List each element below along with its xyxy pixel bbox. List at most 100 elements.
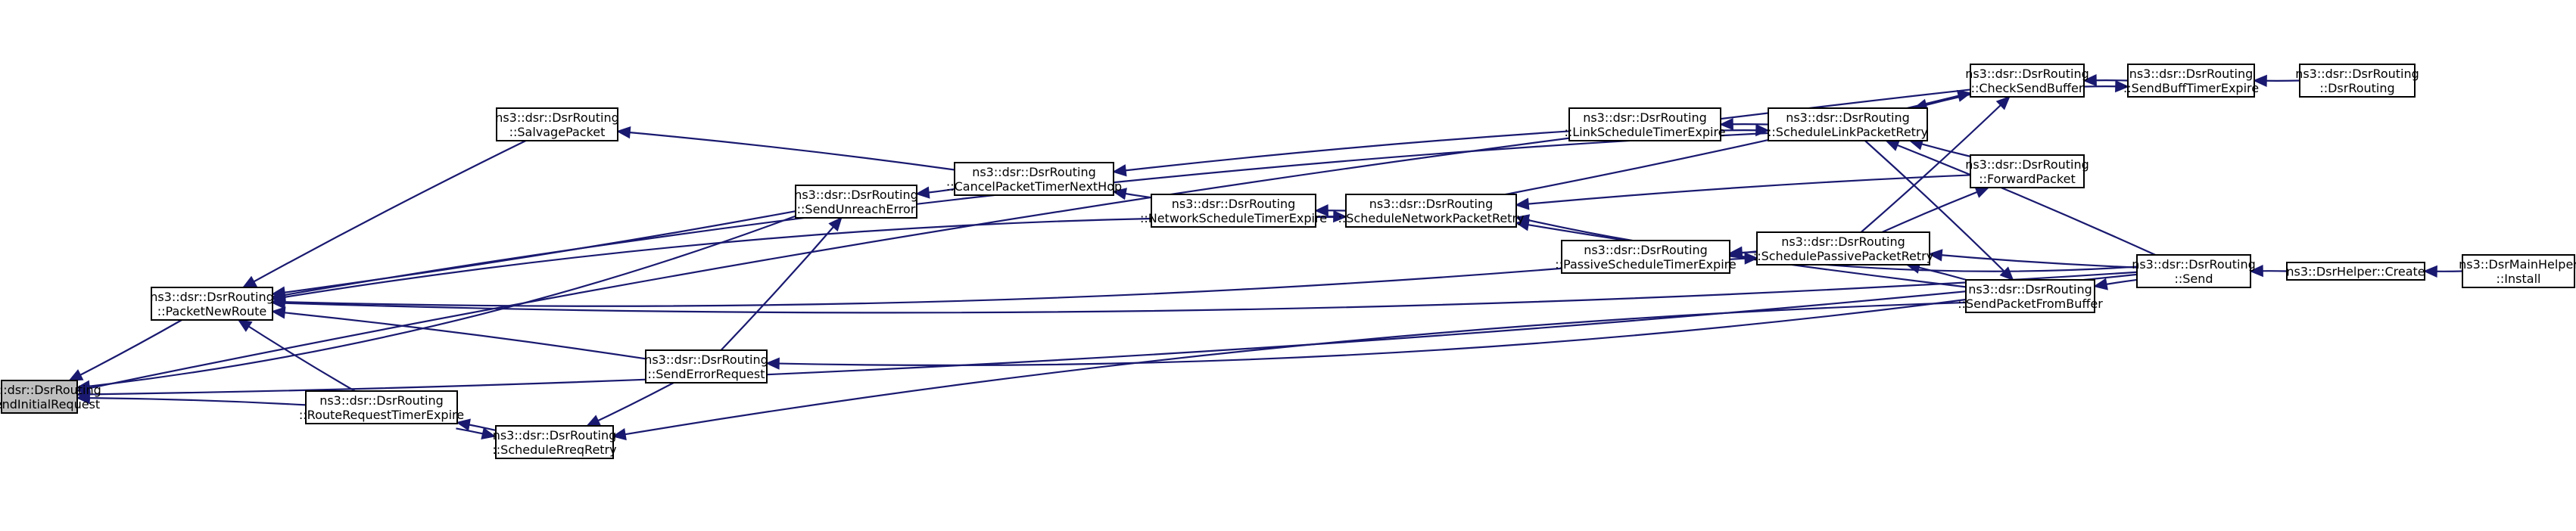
node-label-line1: ns3::dsr::DsrRouting (493, 428, 617, 442)
node-label-line2: ::ScheduleRreqRetry (492, 442, 616, 457)
node-sendbufftimerexpire[interactable]: ns3::dsr::DsrRouting::SendBuffTimerExpir… (2123, 64, 2259, 98)
node-label-line1: ns3::dsr::DsrRouting (1172, 197, 1296, 211)
node-send[interactable]: ns3::dsr::DsrRouting::Send (2132, 254, 2256, 288)
node-label-line2: ::SendErrorRequest (647, 367, 765, 381)
node-box (495, 425, 614, 459)
node-box (2462, 254, 2575, 288)
arrowhead-icon (241, 275, 257, 288)
call-edge-senderrorrequest-to-sendunreacherror (720, 216, 843, 351)
call-edge-schedulenetworkpacketretry-to-networkscheduletimerexpire (1314, 203, 1347, 217)
call-edge-linkscheduletimerexpire-to-schedulelinkpacketretry (1720, 123, 1770, 137)
node-label-line1: ns3::dsr::DsrRouting (1369, 197, 1494, 211)
arrowhead-icon (68, 369, 84, 381)
node-schedulerreqretry[interactable]: ns3::dsr::DsrRouting::ScheduleRreqRetry (492, 425, 617, 459)
arrowhead-icon (456, 418, 471, 431)
node-label-line1: ns3::dsr::DsrRouting (1965, 67, 2089, 81)
node-box (2299, 64, 2416, 98)
call-edge-dsrmainhelperinstall-to-dsrhelpercreate (2423, 265, 2463, 278)
node-dsrrouting[interactable]: ns3::dsr::DsrRouting::DsrRouting (2295, 64, 2419, 98)
edges-layer (68, 73, 2463, 441)
call-edge-senderrorrequest-to-schedulerreqretry (585, 382, 674, 427)
node-checksendbuffer[interactable]: ns3::dsr::DsrRouting::CheckSendBuffer (1965, 64, 2089, 98)
arrowhead-icon (1884, 139, 1901, 151)
node-box (1151, 194, 1316, 228)
arrowhead-icon (2115, 79, 2129, 93)
call-edge-checksendbuffer-to-sendbufftimerexpire (2083, 79, 2129, 93)
call-edge-send-to-schedulelinkpacketretry (1884, 139, 2156, 256)
node-dsrmainhelperinstall[interactable]: ns3::DsrMainHelper::Install (2459, 254, 2576, 288)
arrowhead-icon (1928, 249, 1943, 262)
node-dsrhelpercreate[interactable]: ns3::DsrHelper::Create (2286, 262, 2425, 281)
call-edge-senderrorrequest-to-packetnewroute (271, 306, 646, 360)
node-label-line1: ns3::dsr::DsrRouting (1786, 110, 1910, 125)
call-edge-networkscheduletimerexpire-to-schedulenetworkpacketretry (1315, 210, 1347, 223)
arrowhead-icon (271, 297, 286, 309)
arrowhead-icon (2093, 278, 2108, 290)
node-box (645, 349, 768, 384)
call-edge-send-to-packetnewroute (271, 271, 2138, 314)
node-label-line1: ns3::dsr::DsrRouting (1583, 110, 1707, 125)
node-box (1, 380, 78, 414)
node-box (2136, 254, 2251, 288)
call-edge-passivescheduletimerexpire-to-schedulepassivepacketretry (1730, 252, 1759, 265)
node-sendinitialrequest[interactable]: ns3::dsr::DsrRouting::SendInitialRequest (0, 380, 101, 414)
arrowhead-icon (1333, 210, 1347, 223)
node-label-line2: ::ForwardPacket (1979, 172, 2075, 186)
call-edge-routerequesttimerexpire-to-schedulerreqretry (456, 427, 497, 439)
arrowhead-icon (1744, 252, 1759, 265)
node-box (954, 162, 1114, 196)
node-label-line2: ::ScheduleNetworkPacketRetry (1338, 211, 1524, 225)
call-edge-dsrhelpercreate-to-send (2249, 264, 2288, 278)
call-edge-schedulelinkpacketretry-to-packetnewroute (271, 132, 1769, 301)
node-label-line1: ns3::dsr::DsrRouting (2132, 257, 2256, 272)
node-box (151, 287, 273, 321)
node-label-line2: ::SendPacketFromBuffer (1958, 297, 2103, 311)
node-box (1561, 240, 1730, 274)
node-sendunreacherror[interactable]: ns3::dsr::DsrRouting::SendUnreachError (794, 185, 918, 219)
node-box (1756, 231, 1930, 266)
node-schedulelinkpacketretry[interactable]: ns3::dsr::DsrRouting::ScheduleLinkPacket… (1768, 107, 1928, 141)
node-forwardpacket[interactable]: ns3::dsr::DsrRouting::ForwardPacket (1965, 154, 2089, 188)
call-edge-sendpacketfrombuffer-to-senderrorrequest (765, 298, 1967, 370)
call-edge-dsrrouting-to-sendbufftimerexpire (2253, 74, 2300, 88)
call-edge-cancelpackettimernexthop-to-salvagepacket (616, 126, 955, 171)
call-edge-schedulelinkpacketretry-to-linkscheduletimerexpire (1719, 117, 1769, 131)
call-edge-schedulenetworkpacketretry-to-packetnewroute (271, 216, 1347, 303)
node-packetnewroute[interactable]: ns3::dsr::DsrRouting::PacketNewRoute (150, 287, 274, 321)
arrowhead-icon (828, 216, 843, 231)
node-linkscheduletimerexpire[interactable]: ns3::dsr::DsrRouting::LinkScheduleTimerE… (1564, 107, 1726, 141)
node-schedulepassivepacketretry[interactable]: ns3::dsr::DsrRouting::SchedulePassivePac… (1753, 231, 1933, 266)
node-networkscheduletimerexpire[interactable]: ns3::dsr::DsrRouting::NetworkScheduleTim… (1140, 194, 1327, 228)
arrowhead-icon (616, 126, 631, 139)
call-edge-schedulepassivepacketretry-to-packetnewroute (271, 250, 1758, 309)
node-cancelpackettimernexthop[interactable]: ns3::dsr::DsrRouting::CancelPacketTimerN… (946, 162, 1122, 196)
node-passivescheduletimerexpire[interactable]: ns3::dsr::DsrRouting::PassiveScheduleTim… (1555, 240, 1737, 274)
node-label-line2: ::PassiveScheduleTimerExpire (1555, 257, 1736, 272)
arrowhead-icon (915, 186, 930, 199)
node-box (1965, 279, 2095, 313)
node-label-line2: ::SchedulePassivePacketRetry (1753, 249, 1933, 263)
node-label-line2: ::CheckSendBuffer (1971, 81, 2084, 95)
node-box (1970, 154, 2085, 188)
node-box (795, 185, 917, 219)
call-edge-routerequesttimerexpire-to-packetnewroute (237, 318, 356, 392)
node-label-line1: ns3::dsr::DsrRouting (972, 165, 1096, 179)
call-edge-schedulepassivepacketretry-to-checksendbuffer (1860, 95, 2011, 233)
node-schedulenetworkpacketretry[interactable]: ns3::dsr::DsrRouting::ScheduleNetworkPac… (1338, 194, 1525, 228)
node-box (1970, 64, 2085, 98)
node-salvagepacket[interactable]: ns3::dsr::DsrRouting::SalvagePacket (495, 107, 619, 141)
node-label-line1: ns3::dsr::DsrRouting (1781, 234, 1905, 249)
node-label-line1: ns3::dsr::DsrRouting (0, 383, 101, 397)
node-sendpacketfrombuffer[interactable]: ns3::dsr::DsrRouting::SendPacketFromBuff… (1958, 279, 2103, 313)
node-label-line1: ns3::dsr::DsrRouting (1965, 157, 2089, 172)
node-label-line1: ns3::DsrMainHelper (2459, 257, 2576, 272)
node-senderrorrequest[interactable]: ns3::dsr::DsrRouting::SendErrorRequest (644, 349, 768, 384)
node-label-line1: ns3::dsr::DsrRouting (2129, 67, 2254, 81)
node-routerequesttimerexpire[interactable]: ns3::dsr::DsrRouting::RouteRequestTimerE… (299, 390, 464, 424)
call-edge-schedulepassivepacketretry-to-forwardpacket (1881, 186, 1990, 234)
call-edge-packetnewroute-to-sendinitialrequest (68, 319, 182, 381)
node-box (305, 390, 458, 424)
node-label-line2: ::NetworkScheduleTimerExpire (1140, 211, 1327, 225)
arrowhead-icon (271, 288, 286, 301)
